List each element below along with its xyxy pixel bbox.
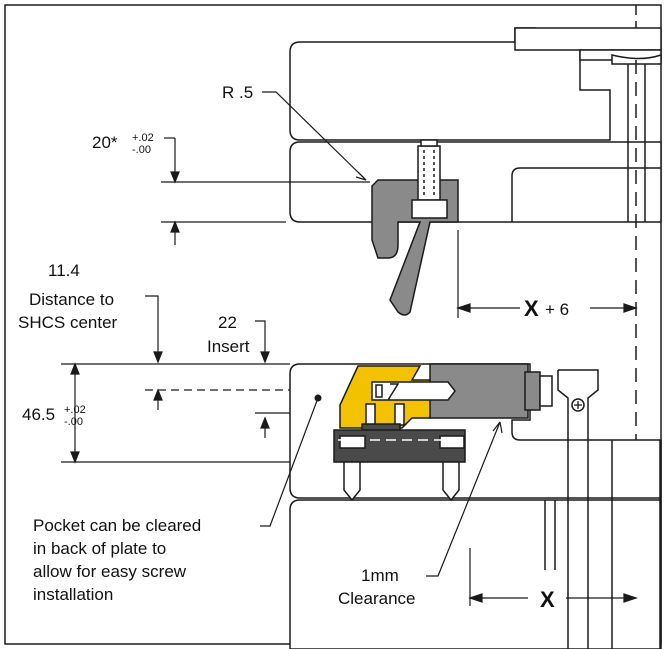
dim-22 bbox=[255, 320, 270, 438]
retainer-block bbox=[333, 429, 468, 463]
dim-46-5-tol-plus: +.02 bbox=[64, 404, 86, 416]
dim-20-tol-plus: +.02 bbox=[132, 132, 154, 144]
dim-x-bottom bbox=[468, 548, 638, 606]
dim-20-label: 20* bbox=[92, 133, 118, 152]
yellow-insert bbox=[339, 365, 456, 433]
clearance-line-1: 1mm bbox=[361, 566, 399, 585]
distance-to-label: Distance to bbox=[29, 290, 114, 309]
dim-46-5 bbox=[61, 362, 370, 464]
radius-callout bbox=[262, 91, 367, 181]
dim-11-4-label: 11.4 bbox=[48, 261, 80, 280]
x-var-bottom: X bbox=[540, 587, 555, 612]
clearance-line-2: Clearance bbox=[338, 589, 416, 608]
plus-six-label: + 6 bbox=[545, 300, 569, 319]
lifter-upper bbox=[371, 139, 459, 316]
dim-11-4 bbox=[145, 295, 163, 410]
radius-label: R .5 bbox=[222, 83, 253, 102]
pocket-line-1: Pocket can be cleared bbox=[33, 516, 201, 535]
pocket-leader bbox=[260, 397, 319, 527]
dim-20-tol-minus: -.00 bbox=[132, 144, 151, 156]
slide-block bbox=[429, 363, 553, 419]
pocket-line-4: installation bbox=[33, 585, 113, 604]
dim-22-label: 22 bbox=[218, 313, 237, 332]
dim-46-5-label: 46.5 bbox=[22, 405, 55, 424]
dim-x-plus-6 bbox=[456, 230, 638, 318]
pocket-line-3: allow for easy screw bbox=[33, 562, 187, 581]
shcs-center-label: SHCS center bbox=[18, 313, 118, 332]
dim-46-5-tol-minus: -.00 bbox=[64, 416, 83, 428]
plus-icon bbox=[574, 401, 582, 409]
pocket-line-2: in back of plate to bbox=[33, 539, 166, 558]
clearance-leader bbox=[426, 421, 503, 577]
sprue-bushing bbox=[514, 5, 662, 222]
ejector-guides bbox=[544, 369, 661, 649]
insert-label: Insert bbox=[207, 337, 250, 356]
bottom-screws bbox=[343, 461, 460, 502]
x-var-top: X bbox=[524, 296, 539, 321]
dim-20 bbox=[161, 137, 370, 245]
pocket-dot bbox=[314, 394, 322, 402]
